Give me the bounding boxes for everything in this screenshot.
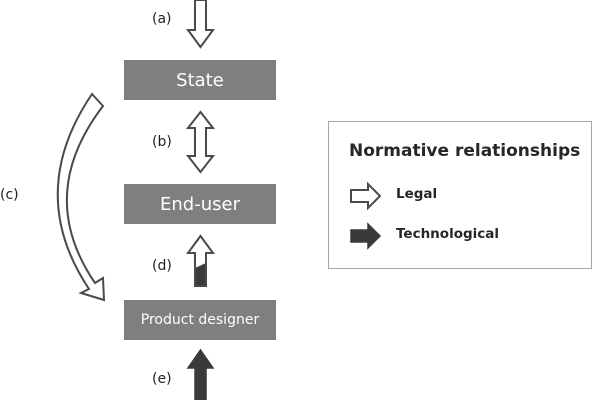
arrow-b-legal [185,110,216,174]
edge-label-c: (c) [0,187,19,203]
node-product-designer-label: Product designer [140,312,260,328]
node-end-user: End-user [124,184,276,224]
arrow-c-legal [56,92,106,302]
arrow-d-technological [195,263,206,286]
edge-label-e: (e) [152,371,172,387]
legend-legal-arrow-icon [350,182,382,210]
legend-title: Normative relationships [349,141,581,161]
legend-technological-arrow-icon [350,222,382,250]
node-end-user-label: End-user [160,193,240,215]
node-state-label: State [176,69,224,91]
legend-technological-label: Technological [396,226,500,242]
edge-label-b: (b) [152,134,172,150]
node-state: State [124,60,276,100]
edge-label-d: (d) [152,258,172,274]
arrow-a-legal [186,0,215,49]
node-product-designer: Product designer [124,300,276,340]
arrow-e-technological [186,348,215,400]
edge-label-a: (a) [152,11,172,27]
legend-box: Normative relationships Legal Technologi… [328,121,592,269]
legend-legal-label: Legal [396,186,438,202]
arrow-d-outline [186,234,215,287]
